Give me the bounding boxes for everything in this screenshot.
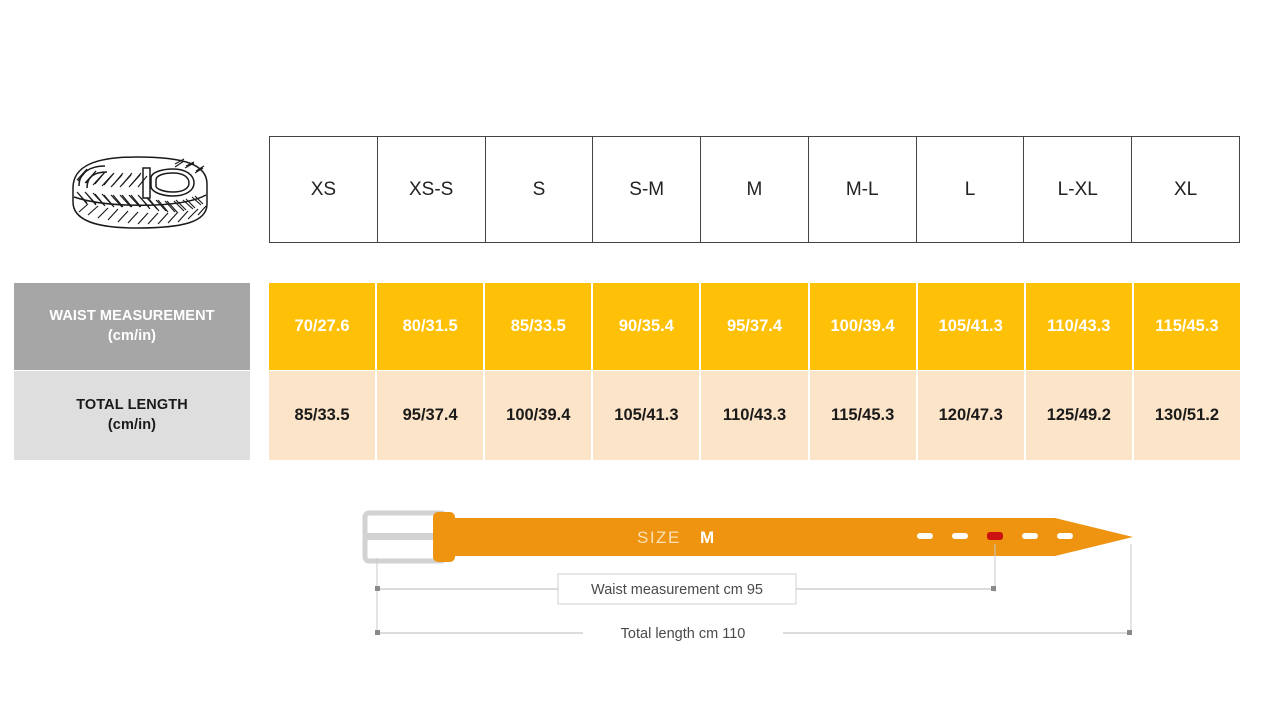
waist-measurement-label: WAIST MEASUREMENT (cm/in) <box>14 283 250 370</box>
length-value-2: 100/39.4 <box>485 371 594 460</box>
belt-size-value: M <box>700 528 714 547</box>
total-length-value-cells: 85/33.5 95/37.4 100/39.4 105/41.3 110/43… <box>269 371 1240 460</box>
belt-keeper-loop <box>433 512 455 562</box>
length-value-3: 105/41.3 <box>593 371 702 460</box>
dimension-extension-lines <box>376 544 1132 635</box>
size-header-cell-0: XS <box>269 136 378 243</box>
length-value-0: 85/33.5 <box>269 371 378 460</box>
total-length-row: TOTAL LENGTH (cm/in) 85/33.5 95/37.4 100… <box>14 371 1240 460</box>
product-illustration <box>55 142 225 237</box>
length-value-8: 130/51.2 <box>1133 371 1240 460</box>
size-header-cell-3: S-M <box>592 136 702 243</box>
total-length-dimension-label: Total length cm 110 <box>621 626 746 642</box>
total-length-label: TOTAL LENGTH (cm/in) <box>14 371 250 460</box>
length-label-unit: (cm/in) <box>107 416 157 433</box>
waist-value-6: 105/41.3 <box>917 283 1026 370</box>
length-value-7: 125/49.2 <box>1025 371 1134 460</box>
size-header-cell-8: XL <box>1131 136 1240 243</box>
length-value-1: 95/37.4 <box>377 371 486 460</box>
belt-hole-2 <box>952 533 968 539</box>
belt-hole-active <box>987 532 1003 540</box>
size-header-cell-6: L <box>915 136 1025 243</box>
size-header-cell-7: L-XL <box>1023 136 1133 243</box>
belt-strap <box>451 518 1133 556</box>
size-header-cell-5: M-L <box>807 136 917 243</box>
size-header-table: XS XS-S S S-M M M-L L L-XL XL <box>269 136 1240 243</box>
waist-value-3: 90/35.4 <box>593 283 702 370</box>
waist-measurement-row: WAIST MEASUREMENT (cm/in) 70/27.6 80/31.… <box>14 283 1240 370</box>
length-label-line1: TOTAL LENGTH <box>76 396 188 413</box>
waist-value-0: 70/27.6 <box>269 283 378 370</box>
length-value-4: 110/43.3 <box>701 371 810 460</box>
belt-holes <box>917 532 1073 540</box>
row-spacer <box>250 371 269 460</box>
waist-dimension-label: Waist measurement cm 95 <box>591 582 763 598</box>
belt-hole-1 <box>917 533 933 539</box>
waist-value-cells: 70/27.6 80/31.5 85/33.5 90/35.4 95/37.4 … <box>269 283 1240 370</box>
waist-label-line1: WAIST MEASUREMENT <box>49 307 215 324</box>
size-header-row: XS XS-S S S-M M M-L L L-XL XL <box>269 136 1240 243</box>
waist-value-8: 115/45.3 <box>1133 283 1240 370</box>
waist-dimension-line: Waist measurement cm 95 <box>375 573 996 605</box>
waist-value-5: 100/39.4 <box>809 283 918 370</box>
size-header-cell-1: XS-S <box>376 136 486 243</box>
waist-value-2: 85/33.5 <box>485 283 594 370</box>
belt-hole-5 <box>1057 533 1073 539</box>
length-value-6: 120/47.3 <box>917 371 1026 460</box>
waist-value-1: 80/31.5 <box>377 283 486 370</box>
total-length-dimension-line: Total length cm 110 <box>375 620 1132 646</box>
woven-belt-illustration-icon <box>72 156 208 229</box>
size-header-cell-2: S <box>484 136 594 243</box>
belt-measurement-diagram: SIZE M Waist measurement cm 95 <box>355 500 1155 650</box>
belt-size-word: SIZE <box>637 528 681 547</box>
size-header-cell-4: M <box>700 136 809 243</box>
waist-value-4: 95/37.4 <box>701 283 810 370</box>
waist-label-unit: (cm/in) <box>107 327 157 344</box>
row-spacer <box>250 283 269 370</box>
length-value-5: 115/45.3 <box>809 371 918 460</box>
waist-value-7: 110/43.3 <box>1025 283 1134 370</box>
belt-hole-4 <box>1022 533 1038 539</box>
